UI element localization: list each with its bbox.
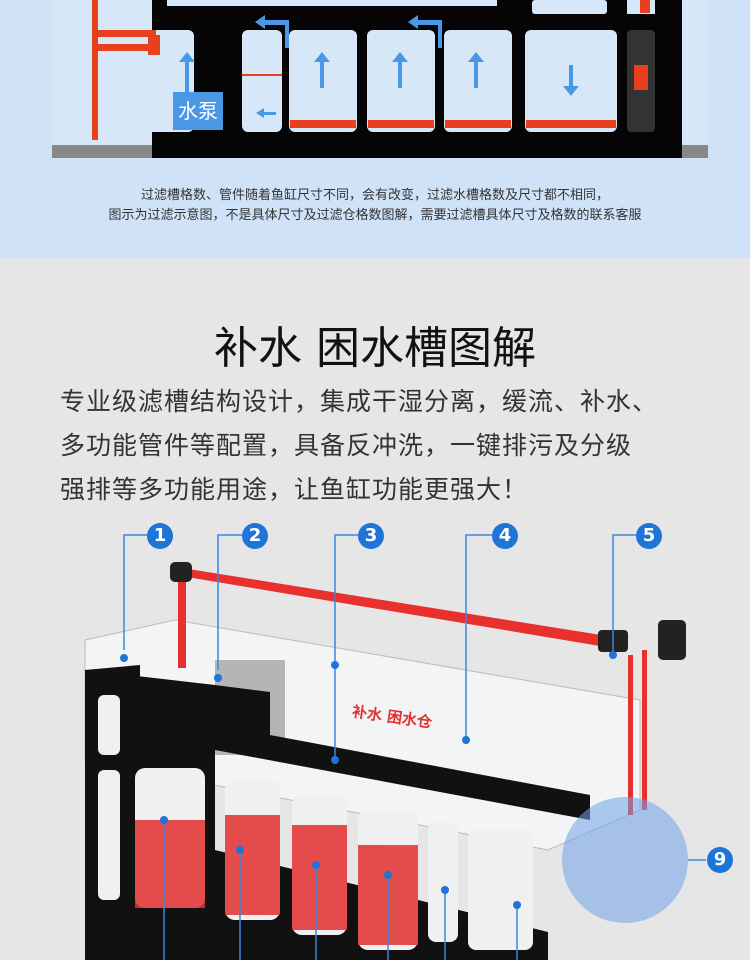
filter-flow-diagram	[52, 0, 708, 158]
callout-4: 4	[492, 523, 518, 549]
description-line-1: 专业级滤槽结构设计，集成干湿分离，缓流、补水、	[60, 387, 659, 416]
callout-1: 1	[147, 523, 173, 549]
callout-2: 2	[242, 523, 268, 549]
note-line-1: 过滤槽格数、管件随着鱼缸尺寸不同，会有改变，过滤水槽格数及尺寸都不相同，	[140, 188, 609, 203]
section-title: 补水 困水槽图解	[214, 323, 536, 374]
flow-diagram-section: 水泵 过滤槽格数、管件随着鱼缸尺寸不同，会有改变，过滤水槽格数及尺寸都不相同， …	[0, 0, 750, 258]
callout-5: 5	[636, 523, 662, 549]
description-line-3: 强排等多功能用途，让鱼缸功能更强大！	[60, 475, 529, 504]
callout-9: 9	[707, 847, 733, 873]
sump-tank-diagram	[84, 534, 706, 960]
callout-3: 3	[358, 523, 384, 549]
pump-label: 水泵	[173, 92, 223, 130]
description-line-2: 多功能管件等配置，具备反冲洗，一键排污及分级	[60, 431, 633, 460]
note-line-2: 图示为过滤示意图，不是具体尺寸及过滤仓格数图解，需要过滤槽具体尺寸及格数的联系客…	[108, 208, 642, 223]
